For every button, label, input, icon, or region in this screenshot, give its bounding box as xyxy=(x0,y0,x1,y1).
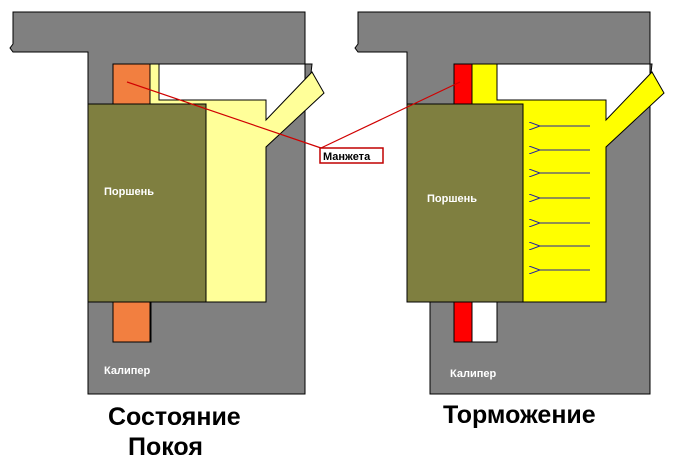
piston-label-braking: Поршень xyxy=(427,193,477,205)
rest-caption-line2: Покоя xyxy=(128,433,203,461)
braking-caption: Торможение xyxy=(443,401,596,429)
caliper-label-rest: Калипер xyxy=(104,365,150,377)
leader-line-right xyxy=(320,81,461,149)
piston-label-rest: Поршень xyxy=(104,186,154,198)
seal-top-braking xyxy=(453,63,473,105)
cuff-label: Манжета xyxy=(323,151,371,163)
caliper-label-braking: Калипер xyxy=(450,368,496,380)
cuff-label-box xyxy=(319,147,384,164)
piston-rest xyxy=(87,103,207,303)
braking-state-diagram: Поршень Калипер xyxy=(354,11,665,395)
seal-bottom-rest xyxy=(112,301,151,343)
rest-state-diagram: Поршень Калипер xyxy=(9,11,325,395)
rest-caption-line1: Состояние xyxy=(108,403,241,431)
pressure-arrows xyxy=(540,126,590,270)
leader-line-left xyxy=(126,81,322,149)
seal-bottom-braking xyxy=(453,301,473,343)
cuff-callout: Манжета xyxy=(126,81,461,164)
